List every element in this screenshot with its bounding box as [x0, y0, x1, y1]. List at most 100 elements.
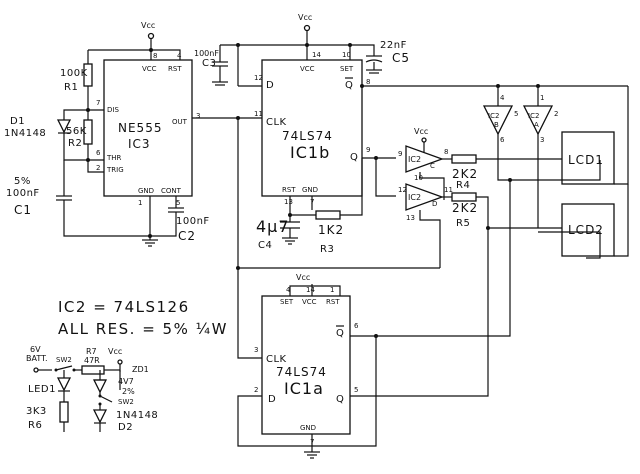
ic1a-pin-rst: RST [326, 298, 340, 306]
ic2b-pin-5: 5 [514, 110, 518, 118]
ic2a-triangle [522, 105, 554, 136]
ic2c-label: IC2 [408, 155, 421, 164]
r4-value: 2K2 [452, 167, 478, 181]
vcc-label: Vcc [296, 273, 310, 282]
ic2b-label: IC2 [488, 112, 499, 120]
r7-value: 47R [84, 356, 100, 365]
ic1a-pin-d: D [268, 394, 276, 405]
ic1b-pin-qbar: Q [345, 80, 353, 91]
ic1a-pin-qbar: Q [336, 328, 344, 339]
zd1-value: 4V7 [118, 377, 134, 386]
r3-ref: R3 [320, 244, 334, 255]
ic3-pin-5: 5 [176, 199, 180, 207]
ic2-buffer-d: IC2 D 12 13 11 [398, 183, 453, 268]
c1-tolerance: 5% [14, 176, 31, 187]
note-ic2: IC2 = 74LS126 [58, 298, 190, 316]
ic1b-pin-vcc: VCC [300, 65, 315, 73]
ic2c-sub: C [430, 162, 435, 170]
c5-ref: C5 [392, 51, 410, 65]
r2-value: 56K [66, 126, 87, 137]
lcd1-label: LCD1 [568, 153, 604, 167]
lcd1-body [561, 131, 615, 185]
ic1b-pin-gnd: GND [302, 186, 318, 194]
ic1a-pin-q: Q [336, 394, 344, 405]
ic1a-pin-5: 5 [354, 386, 358, 394]
sw2-switch-top [55, 365, 73, 371]
ic1b-pin-13: 13 [284, 198, 293, 206]
ic1a-pin-clk: CLK [266, 354, 287, 365]
r5-value: 2K2 [452, 201, 478, 215]
ic1b-pin-14: 14 [312, 51, 321, 59]
ic1b-pin-11: 11 [254, 110, 263, 118]
r7-resistor [81, 365, 105, 375]
vcc-symbol-ic3: Vcc [141, 21, 155, 50]
ic2c-pin-9: 9 [398, 150, 402, 158]
r2-ref: R2 [68, 138, 82, 149]
ic2d-pin-12: 12 [398, 186, 407, 194]
led1-diode [56, 377, 72, 392]
d1-value: 1N4148 [4, 128, 46, 139]
zd1-diode [92, 379, 108, 394]
r4-ref: R4 [456, 180, 470, 191]
r6-value: 3K3 [26, 406, 47, 417]
ic1a-pin-gnd: GND [300, 424, 316, 432]
vcc-label: Vcc [108, 347, 122, 356]
lcd2-body [561, 203, 615, 257]
battery-terminal [33, 367, 39, 373]
ic3-ne555: NE555 IC3 VCC RST DIS THR TRIG OUT GND C… [96, 52, 200, 207]
ic1a-pin-3: 3 [254, 346, 258, 354]
c1-value: 100nF [6, 188, 40, 199]
r3-value: 1K2 [318, 223, 344, 237]
ic1a-pin-6: 6 [354, 322, 359, 330]
ic1b-pin-9: 9 [366, 146, 370, 154]
ic2-buffer-a: IC2 A 1 2 3 [522, 84, 601, 259]
ic1b-wiring [236, 43, 628, 359]
ic2b-pin-6: 6 [500, 136, 505, 144]
ic3-part: NE555 [118, 121, 162, 135]
ic3-pin-8: 8 [153, 52, 157, 60]
ic1a-pin-2: 2 [254, 386, 258, 394]
ic1b-pin-10: 10 [342, 51, 351, 59]
ic3-pin-1: 1 [138, 199, 142, 207]
zd1-tolerance: 2% [122, 387, 135, 396]
vcc-label: Vcc [298, 13, 312, 22]
ic3-pin-vcc: VCC [142, 65, 157, 73]
ic1b-part: 74LS74 [282, 129, 333, 143]
r5-resistor [451, 192, 477, 202]
ic3-pin-6: 6 [96, 149, 101, 157]
ic1a-pin-4: 4 [286, 286, 291, 294]
zd1-ref: ZD1 [132, 365, 149, 374]
ic1a-74ls74: 74LS74 IC1a SET VCC RST CLK D Q Q GND 4 … [254, 286, 359, 446]
ic2a-pin-1: 1 [540, 94, 544, 102]
ic1b-pin-d: D [266, 80, 274, 91]
r1-value: 100K [60, 68, 88, 79]
ic2b-pin-4: 4 [500, 94, 505, 102]
r5-ref: R5 [456, 218, 470, 229]
ic2d-label: IC2 [408, 193, 421, 202]
r7-ref: R7 [86, 347, 97, 356]
c4-value: 4µ7 [256, 217, 290, 236]
ic1a-body [261, 295, 351, 435]
c3-value: 100nF [194, 49, 219, 58]
ic3-wiring [56, 48, 262, 247]
ic2a-pin-3: 3 [540, 136, 544, 144]
c2-value: 100nF [176, 216, 210, 227]
battery-voltage: 6V [30, 345, 41, 354]
d2-value: 1N4148 [116, 410, 158, 421]
ic1b-pin-12: 12 [254, 74, 263, 82]
ic1a-wiring: Vcc [237, 178, 512, 459]
ic3-pin-7: 7 [96, 99, 100, 107]
ic3-pin-trig: TRIG [106, 166, 124, 174]
c2-ref: C2 [178, 229, 196, 243]
ic2b-sub: B [494, 121, 499, 129]
c3-ref: C3 [202, 58, 216, 69]
ic3-body [103, 59, 193, 197]
lcd2-module: LCD2 [561, 203, 615, 257]
ic2d-pin-11: 11 [444, 186, 453, 194]
ic1a-pin-set: SET [280, 298, 294, 306]
d2-diode [92, 409, 108, 424]
d2-ref: D2 [118, 422, 133, 433]
vcc-symbol-ic1b: Vcc [298, 13, 312, 45]
ic2c-pin-10: 10 [414, 174, 423, 182]
ic1a-part: 74LS74 [276, 365, 327, 379]
